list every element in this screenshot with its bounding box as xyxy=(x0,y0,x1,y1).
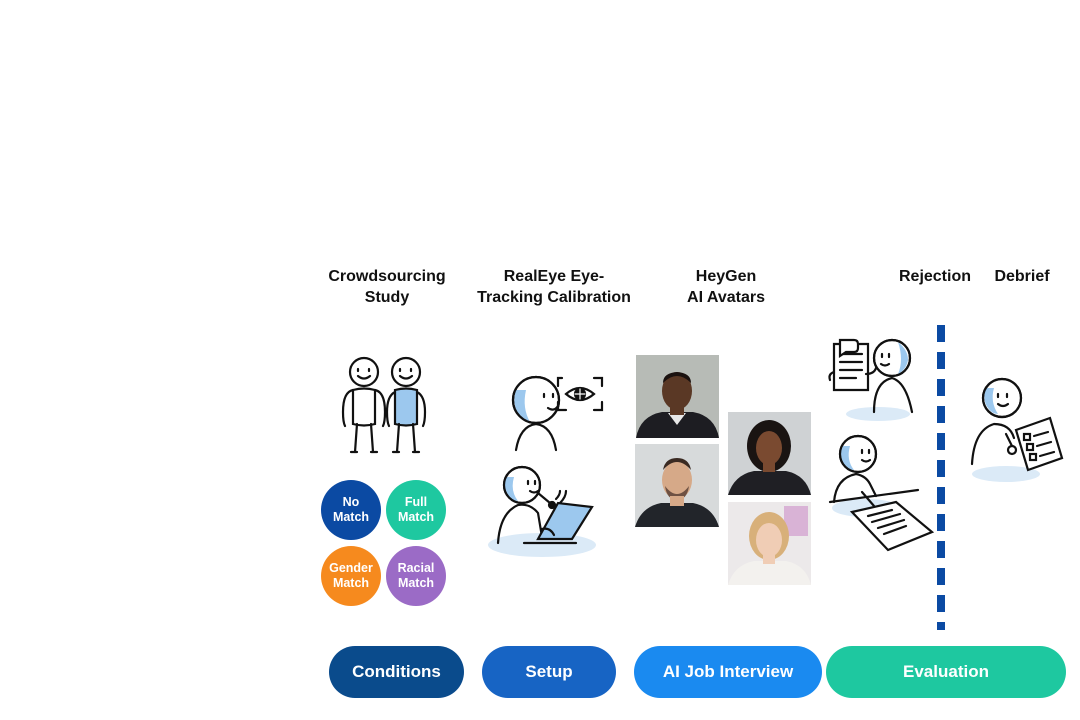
phase-conditions: Conditions xyxy=(329,646,464,698)
title-heygen-line1: HeyGen xyxy=(695,268,757,285)
title-heygen: HeyGen AI Avatars xyxy=(670,266,782,308)
title-debrief: Debrief xyxy=(994,268,1050,285)
debrief-person-icon xyxy=(970,377,1064,482)
eye-tracking-person-icon xyxy=(511,375,604,452)
avatar-photo-1 xyxy=(636,355,719,438)
laptop-person-icon xyxy=(488,465,596,557)
phase-setup: Setup xyxy=(482,646,616,698)
writing-person-icon xyxy=(828,434,935,552)
phase-evaluation: Evaluation xyxy=(826,646,1066,698)
two-people-icon xyxy=(341,356,427,454)
title-crowdsourcing-line2: Study xyxy=(364,289,410,306)
avatar-photo-2 xyxy=(635,444,719,527)
title-realeye: RealEye Eye- Tracking Calibration xyxy=(468,266,640,308)
title-crowdsourcing-line1: Crowdsourcing xyxy=(328,268,446,285)
title-crowdsourcing: Crowdsourcing Study xyxy=(322,266,452,308)
title-realeye-line2: Tracking Calibration xyxy=(477,289,631,306)
phase-ai-job-interview: AI Job Interview xyxy=(634,646,822,698)
rejection-letter-person-icon xyxy=(828,338,914,421)
avatar-photo-4 xyxy=(728,502,811,585)
title-heygen-line2: AI Avatars xyxy=(687,289,765,306)
title-rejection: Rejection xyxy=(898,268,971,285)
title-realeye-line1: RealEye Eye- xyxy=(503,268,605,285)
rejection-divider xyxy=(937,325,945,630)
avatar-photo-3 xyxy=(728,412,811,495)
